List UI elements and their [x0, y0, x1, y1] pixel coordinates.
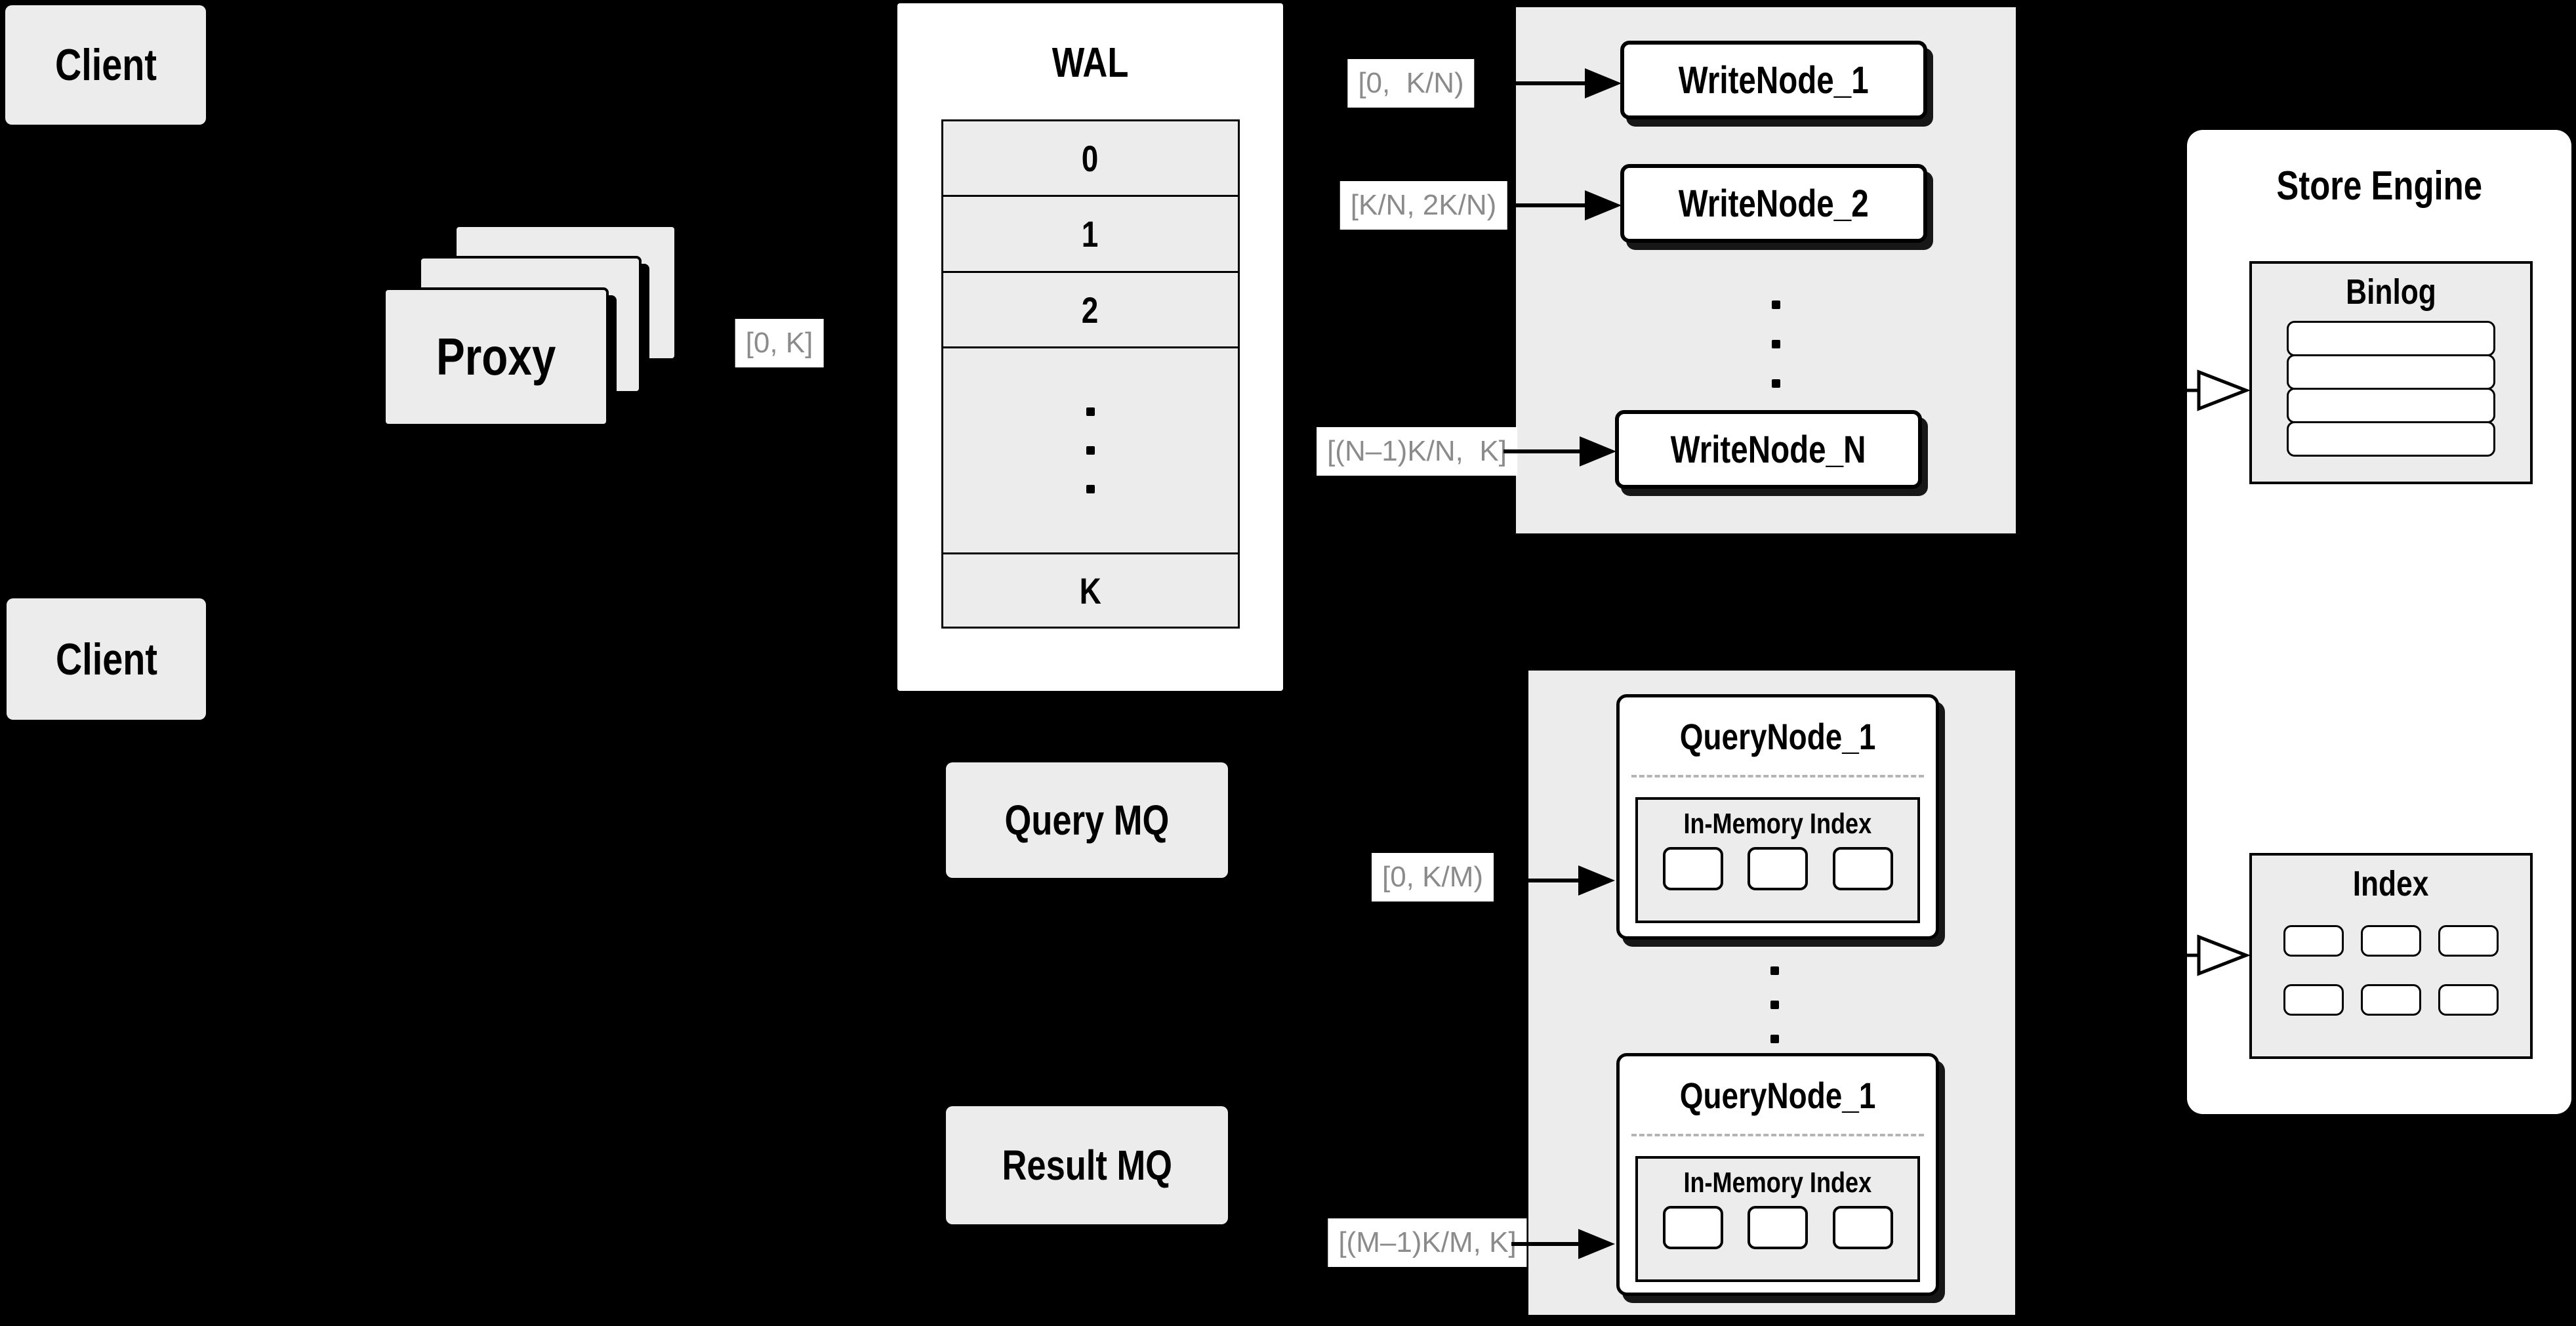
segment-cell — [1662, 1206, 1723, 1249]
in-memory-index-title: In-Memory Index — [1683, 1167, 1872, 1199]
proxy-label: Proxy — [436, 327, 556, 386]
ellipsis-dot — [1770, 1035, 1779, 1043]
write-node-n: WriteNode_N — [1615, 410, 1922, 489]
index-cell — [2361, 984, 2421, 1016]
range-label-proxy-wal: [0, K] — [735, 319, 824, 367]
ellipsis-dot — [1086, 446, 1095, 455]
divider — [1631, 1134, 1924, 1136]
range-label-query-node-m: [(M–1)K/M, K] — [1328, 1218, 1527, 1267]
ellipsis-dot — [1772, 379, 1780, 388]
query-mq-box: Query MQ — [946, 762, 1228, 878]
wal-cell-ellipsis — [941, 346, 1240, 554]
in-memory-index-cells — [1638, 1206, 1917, 1249]
index-cell — [2283, 925, 2344, 957]
ellipsis-dot — [1770, 966, 1779, 975]
binlog-row — [2287, 421, 2495, 457]
store-engine-title: Store Engine — [2276, 163, 2482, 209]
range-label-write-node-2: [K/N, 2K/N) — [1339, 181, 1507, 230]
query-node-1: QueryNode_1 In-Memory Index — [1616, 694, 1939, 940]
proxy-box: Proxy — [383, 287, 609, 426]
write-node-2: WriteNode_2 — [1620, 164, 1927, 243]
index-cell — [2283, 984, 2344, 1016]
segment-cell — [1832, 847, 1893, 890]
client-bottom-label: Client — [55, 634, 157, 684]
segment-cell — [1662, 847, 1723, 890]
client-box-bottom: Client — [7, 598, 206, 720]
segment-cell — [1748, 847, 1808, 890]
wal-cell-k: K — [941, 552, 1240, 629]
result-mq-label: Result MQ — [1002, 1142, 1172, 1189]
index-cell — [2438, 925, 2499, 957]
query-node-2-title: QueryNode_1 — [1679, 1074, 1876, 1116]
index-cell — [2438, 984, 2499, 1016]
binlog-row — [2287, 388, 2495, 423]
divider — [1631, 775, 1924, 777]
segment-cell — [1832, 1206, 1893, 1249]
in-memory-index-cells — [1638, 847, 1917, 890]
write-node-1: WriteNode_1 — [1620, 41, 1927, 119]
in-memory-index-box: In-Memory Index — [1635, 1156, 1920, 1282]
binlog-row — [2287, 321, 2495, 356]
binlog-title: Binlog — [2346, 272, 2436, 312]
wal-rows: 0 1 2 K — [941, 119, 1240, 629]
binlog-rows — [2287, 321, 2495, 457]
range-label-query-node-1: [0, K/M) — [1371, 853, 1494, 901]
result-mq-box: Result MQ — [946, 1106, 1228, 1224]
store-engine-panel: Store Engine Binlog Index — [2187, 130, 2571, 1114]
index-cells — [2252, 925, 2530, 1016]
index-box: Index — [2249, 853, 2533, 1059]
wal-cell-0: 0 — [941, 119, 1240, 197]
index-cell — [2361, 925, 2421, 957]
in-memory-index-box: In-Memory Index — [1635, 797, 1920, 923]
segment-cell — [1748, 1206, 1808, 1249]
binlog-box: Binlog — [2249, 261, 2533, 484]
wal-title: WAL — [1052, 39, 1129, 86]
binlog-row — [2287, 354, 2495, 390]
wal-cell-1: 1 — [941, 195, 1240, 273]
ellipsis-dot — [1086, 485, 1095, 493]
client-top-label: Client — [54, 40, 157, 90]
index-title: Index — [2353, 864, 2429, 903]
ellipsis-dot — [1770, 1001, 1779, 1009]
range-label-write-node-1: [0, K/N) — [1347, 59, 1475, 108]
query-mq-label: Query MQ — [1004, 797, 1170, 844]
ellipsis-dot — [1772, 340, 1780, 348]
wal-panel: WAL 0 1 2 K — [897, 3, 1283, 691]
client-box-top: Client — [5, 5, 206, 125]
query-node-2: QueryNode_1 In-Memory Index — [1616, 1053, 1939, 1296]
wal-cell-2: 2 — [941, 271, 1240, 348]
ellipsis-dot — [1772, 300, 1780, 309]
ellipsis-dot — [1086, 407, 1095, 416]
query-node-1-title: QueryNode_1 — [1679, 715, 1876, 757]
in-memory-index-title: In-Memory Index — [1683, 808, 1872, 840]
range-label-write-node-n: [(N–1)K/N, K] — [1317, 427, 1517, 476]
